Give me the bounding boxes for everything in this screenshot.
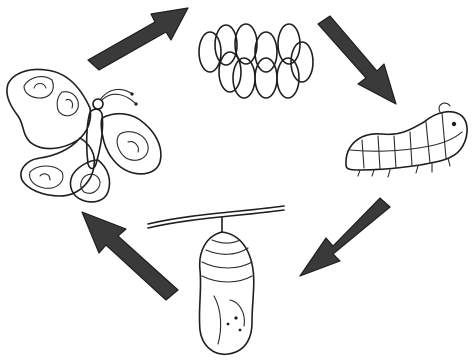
eggs-icon [199,24,313,98]
chrysalis-icon [148,206,284,354]
caterpillar-icon [346,103,467,177]
arrow-caterpillar-to-chrysalis [300,198,390,276]
arrow-butterfly-to-eggs [88,8,188,70]
arrow-eggs-to-caterpillar [318,16,396,104]
butterfly-icon [7,70,161,202]
